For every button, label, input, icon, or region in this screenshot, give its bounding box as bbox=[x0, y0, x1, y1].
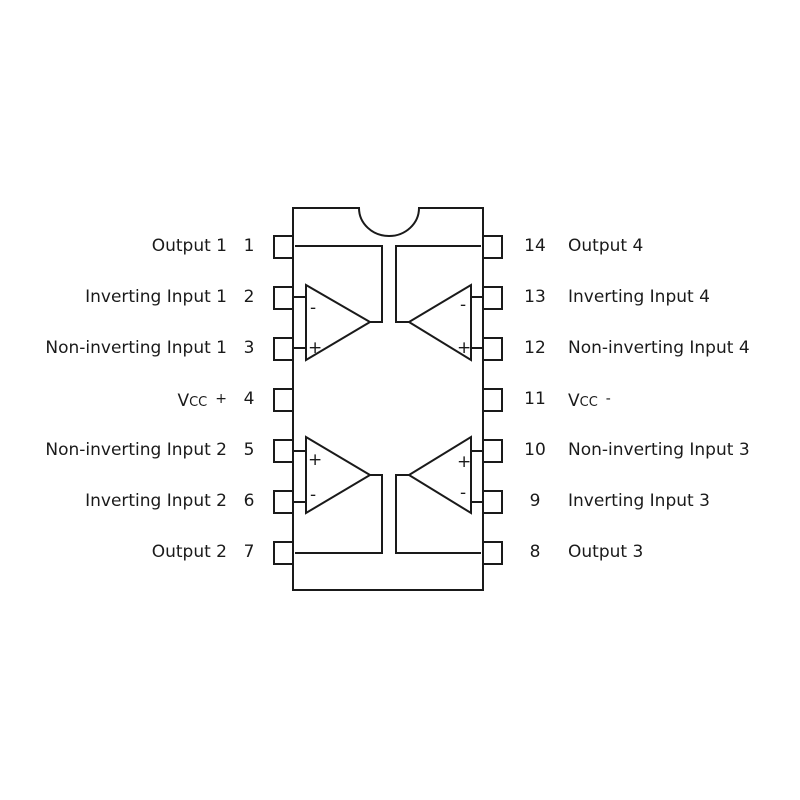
pin-number-2: 2 bbox=[243, 287, 255, 307]
pin-label-text: V bbox=[568, 391, 580, 411]
opamp-1-minus: - bbox=[310, 298, 316, 318]
opamp-3 bbox=[395, 435, 483, 554]
pin-label-4: VCC + bbox=[177, 389, 227, 413]
pin-label-text: Output 1 bbox=[151, 236, 227, 256]
pin-label-subscript: CC bbox=[189, 395, 208, 410]
opamp-2-minus: - bbox=[310, 485, 316, 505]
pin-label-7: Output 2 bbox=[152, 542, 227, 562]
pin-number-13: 13 bbox=[524, 287, 546, 307]
pin-label-11: VCC- bbox=[568, 389, 611, 413]
pin-9 bbox=[482, 490, 503, 514]
pin-label-sign: - bbox=[605, 391, 611, 407]
pin-4 bbox=[273, 388, 294, 412]
pin-label-text: Non-inverting Input 3 bbox=[568, 440, 750, 460]
pin-label-text: Inverting Input 3 bbox=[568, 491, 710, 511]
pin-label-text: Inverting Input 4 bbox=[568, 287, 710, 307]
pin-number-1: 1 bbox=[243, 236, 255, 256]
pin-label-text: Output 3 bbox=[568, 542, 644, 562]
pin-10 bbox=[482, 439, 503, 463]
pin-label-text: Non-inverting Input 2 bbox=[45, 440, 227, 460]
pin-number-12: 12 bbox=[524, 338, 546, 358]
pin-label-12: Non-inverting Input 4 bbox=[568, 338, 750, 358]
pin-11 bbox=[482, 388, 503, 412]
pin-label-text: Output 2 bbox=[151, 542, 227, 562]
pin-label-text: Non-inverting Input 1 bbox=[45, 338, 227, 358]
opamp-4-minus: - bbox=[460, 295, 466, 315]
pin-label-text: Inverting Input 1 bbox=[85, 287, 227, 307]
ic-body bbox=[292, 207, 484, 591]
pin-number-5: 5 bbox=[243, 440, 255, 460]
pin-6 bbox=[273, 490, 294, 514]
pin-label-text: Non-inverting Input 4 bbox=[568, 338, 750, 358]
opamp-4 bbox=[395, 245, 483, 362]
pin-13 bbox=[482, 286, 503, 310]
pin-number-14: 14 bbox=[524, 236, 546, 256]
pin-label-2: Inverting Input 1 bbox=[85, 287, 227, 307]
opamp-4-plus: + bbox=[457, 338, 471, 358]
opamp-3-minus: - bbox=[460, 483, 466, 503]
opamp-2 bbox=[293, 435, 383, 554]
pin-number-11: 11 bbox=[524, 389, 546, 409]
pin-label-3: Non-inverting Input 1 bbox=[45, 338, 227, 358]
pin-number-9: 9 bbox=[529, 491, 541, 511]
pin-label-subscript: CC bbox=[579, 395, 598, 410]
pin-2 bbox=[273, 286, 294, 310]
opamp-3-plus: + bbox=[457, 452, 471, 472]
pin-8 bbox=[482, 541, 503, 565]
pin-label-1: Output 1 bbox=[152, 236, 227, 256]
pin-5 bbox=[273, 439, 294, 463]
pin-7 bbox=[273, 541, 294, 565]
pin-label-14: Output 4 bbox=[568, 236, 643, 256]
pin-12 bbox=[482, 337, 503, 361]
pin-number-8: 8 bbox=[529, 542, 541, 562]
pin-label-8: Output 3 bbox=[568, 542, 643, 562]
pin-14 bbox=[482, 235, 503, 259]
pin-number-3: 3 bbox=[243, 338, 255, 358]
pin-number-7: 7 bbox=[243, 542, 255, 562]
opamp-2-plus: + bbox=[308, 450, 322, 470]
pin-label-9: Inverting Input 3 bbox=[568, 491, 710, 511]
opamp-1-plus: + bbox=[308, 338, 322, 358]
pin-number-4: 4 bbox=[243, 389, 255, 409]
pin-number-10: 10 bbox=[524, 440, 546, 460]
pin-label-10: Non-inverting Input 3 bbox=[568, 440, 750, 460]
pin-label-text: Inverting Input 2 bbox=[85, 491, 227, 511]
opamp-1 bbox=[293, 245, 383, 362]
pin-label-text: Output 4 bbox=[568, 236, 644, 256]
pin-number-6: 6 bbox=[243, 491, 255, 511]
pin-3 bbox=[273, 337, 294, 361]
pin-label-13: Inverting Input 4 bbox=[568, 287, 710, 307]
pin-label-text: V bbox=[177, 391, 190, 411]
pin-1 bbox=[273, 235, 294, 259]
pin-label-sign: + bbox=[215, 391, 227, 407]
pin-label-6: Inverting Input 2 bbox=[85, 491, 227, 511]
pin-label-5: Non-inverting Input 2 bbox=[45, 440, 227, 460]
